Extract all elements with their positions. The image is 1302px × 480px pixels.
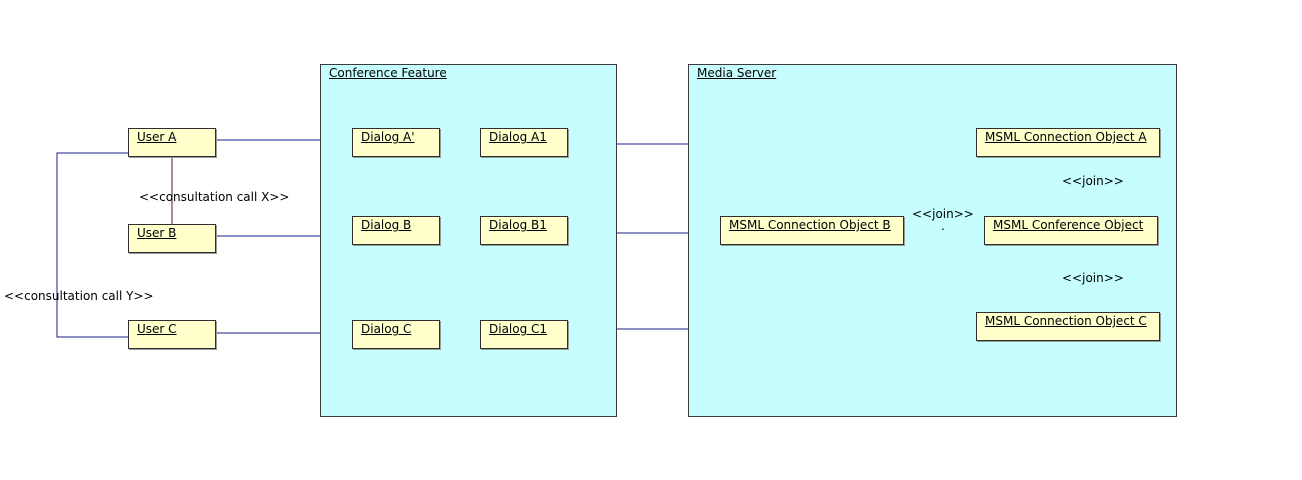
dialog-a-prime-object[interactable]: Dialog A' bbox=[352, 128, 440, 157]
msml-connection-object-b-label: MSML Connection Object B bbox=[729, 218, 891, 232]
join-label-a-conference: <<join>> bbox=[1062, 174, 1124, 188]
user-b-object[interactable]: User B bbox=[128, 224, 216, 253]
msml-connection-object-a[interactable]: MSML Connection Object A bbox=[976, 128, 1160, 157]
dialog-c-object[interactable]: Dialog C bbox=[352, 320, 440, 349]
user-c-label: User C bbox=[137, 322, 177, 336]
join-label-dot: . bbox=[941, 219, 945, 233]
dialog-c1-object[interactable]: Dialog C1 bbox=[480, 320, 568, 349]
user-a-object[interactable]: User A bbox=[128, 128, 216, 157]
user-c-object[interactable]: User C bbox=[128, 320, 216, 349]
dialog-c1-label: Dialog C1 bbox=[489, 322, 548, 336]
msml-connection-object-a-label: MSML Connection Object A bbox=[985, 130, 1147, 144]
media-server-title: Media Server bbox=[697, 66, 777, 80]
dialog-b1-label: Dialog B1 bbox=[489, 218, 547, 232]
dialog-a-prime-label: Dialog A' bbox=[361, 130, 415, 144]
msml-conference-object-label: MSML Conference Object bbox=[993, 218, 1144, 232]
consultation-call-y-label: <<consultation call Y>> bbox=[4, 289, 154, 303]
dialog-b-object[interactable]: Dialog B bbox=[352, 216, 440, 245]
conference-feature-title: Conference Feature bbox=[329, 66, 447, 80]
user-a-label: User A bbox=[137, 130, 177, 144]
user-b-label: User B bbox=[137, 226, 177, 240]
dialog-a1-object[interactable]: Dialog A1 bbox=[480, 128, 568, 157]
dialog-a1-label: Dialog A1 bbox=[489, 130, 547, 144]
link-consultation-y bbox=[56, 152, 128, 338]
dialog-c-label: Dialog C bbox=[361, 322, 412, 336]
join-label-conference-c: <<join>> bbox=[1062, 271, 1124, 285]
dialog-b-label: Dialog B bbox=[361, 218, 412, 232]
join-label-b-conference: <<join>> bbox=[912, 207, 974, 221]
dialog-b1-object[interactable]: Dialog B1 bbox=[480, 216, 568, 245]
msml-connection-object-c-label: MSML Connection Object C bbox=[985, 314, 1147, 328]
msml-connection-object-b[interactable]: MSML Connection Object B bbox=[720, 216, 904, 245]
msml-connection-object-c[interactable]: MSML Connection Object C bbox=[976, 312, 1160, 341]
msml-conference-object[interactable]: MSML Conference Object bbox=[984, 216, 1158, 245]
consultation-call-x-label: <<consultation call X>> bbox=[139, 190, 290, 204]
